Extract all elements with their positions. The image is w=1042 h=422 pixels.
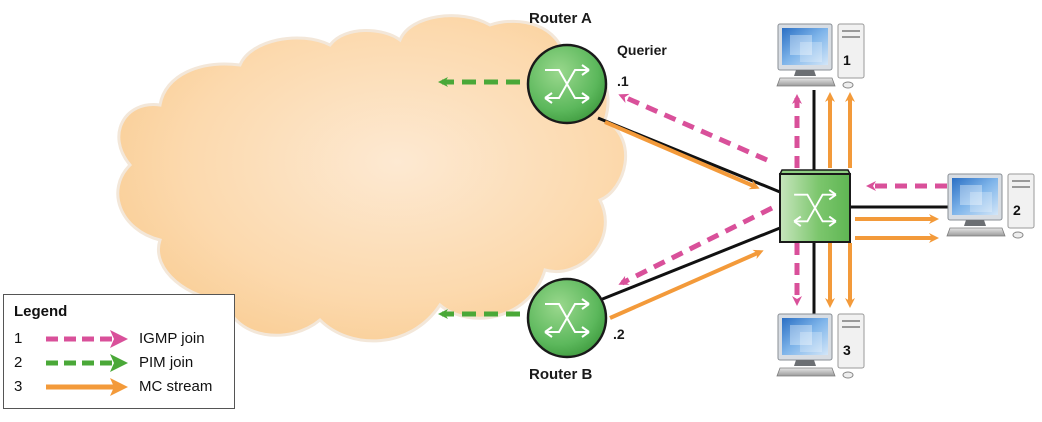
mc-stream-router-b-switch: [609, 249, 764, 320]
legend-label: PIM join: [139, 354, 194, 371]
router-b-address: .2: [613, 326, 625, 342]
mc-stream-router-a-switch: [604, 120, 760, 190]
igmp-join-switch-router-b: [618, 205, 774, 286]
igmp-join-swatch-icon: [46, 330, 128, 348]
legend-title: Legend: [14, 303, 68, 320]
querier-label: Querier: [617, 42, 667, 58]
legend-number: 3: [14, 378, 23, 395]
legend-item-mc-stream: 3 MC stream: [14, 376, 234, 398]
links: [597, 90, 950, 340]
igmp-join-switch-router-a: [618, 93, 769, 163]
router-a-address: .1: [617, 73, 629, 89]
router-b-label: Router B: [529, 366, 593, 383]
pim-joins: [438, 77, 520, 319]
legend-number: 1: [14, 330, 23, 347]
link-router-b-switch: [599, 226, 781, 302]
pim-join-swatch-icon: [46, 354, 128, 372]
host-2-number: 2: [1013, 202, 1021, 218]
host-3-number: 3: [843, 342, 851, 358]
mc-streams: [604, 92, 939, 320]
cloud-icon: [116, 14, 627, 343]
legend-item-pim-join: 2 PIM join: [14, 352, 234, 374]
router-a-label: Router A: [529, 10, 592, 27]
legend-label: IGMP join: [139, 330, 205, 347]
mc-stream-swatch-icon: [46, 378, 128, 396]
igmp-joins: [618, 93, 947, 306]
switch-icon[interactable]: [778, 169, 852, 243]
router-a-icon[interactable]: [526, 43, 608, 125]
router-b-icon[interactable]: [526, 277, 608, 359]
legend-item-igmp-join: 1 IGMP join: [14, 328, 234, 350]
legend-label: MC stream: [139, 378, 213, 395]
legend: Legend 1 IGMP join 2 PIM join 3 MC strea…: [3, 294, 235, 409]
legend-number: 2: [14, 354, 23, 371]
host-1-number: 1: [843, 52, 851, 68]
